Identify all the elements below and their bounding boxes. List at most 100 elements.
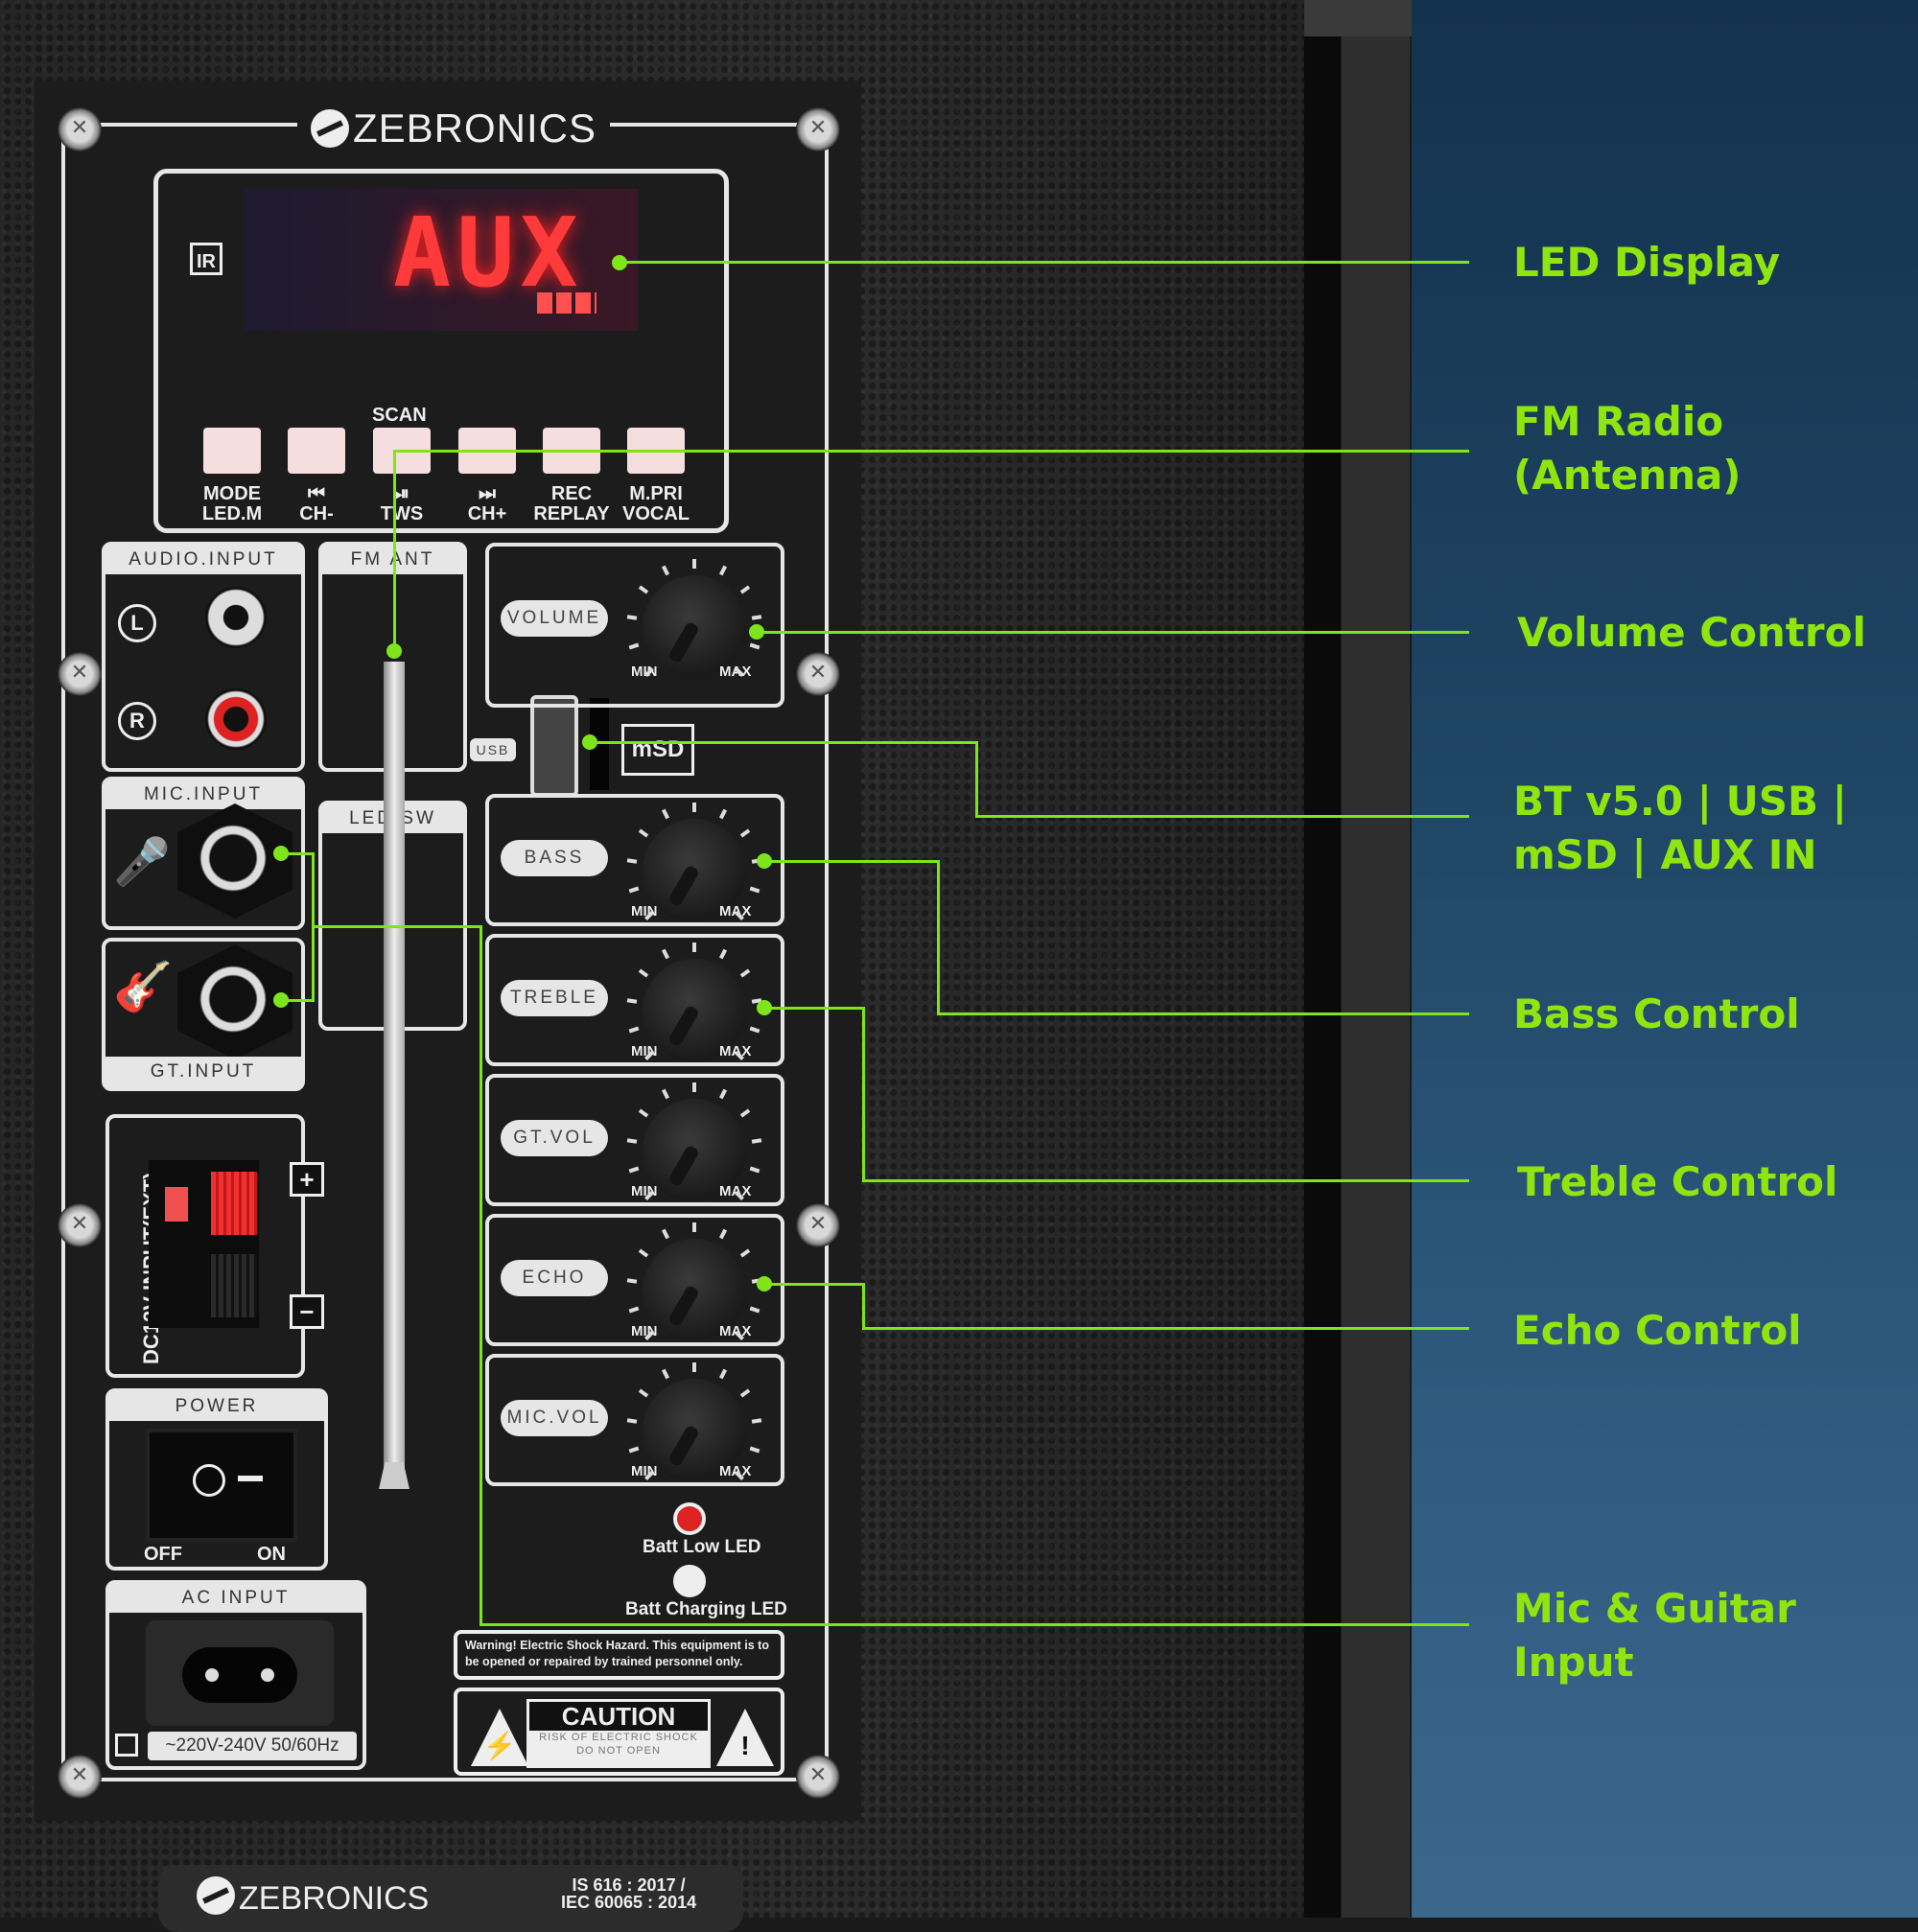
callout-led-display: LED Display [1513,239,1781,286]
caution-label: ⚡ CAUTION RISK OF ELECTRIC SHOCK DO NOT … [454,1688,784,1776]
caution-title: CAUTION [529,1702,708,1731]
treble-knob[interactable] [643,959,746,1062]
treble-label: TREBLE [501,980,608,1016]
screw-icon [796,1203,840,1247]
volume-knob[interactable] [643,575,746,679]
power-label: POWER [109,1392,324,1421]
msd-slot[interactable] [590,698,609,790]
aux-left-jack[interactable] [205,587,267,648]
screw-icon [58,652,102,696]
fm-radio-callout-line [393,450,1469,453]
power-switch[interactable] [146,1429,297,1542]
prev-button[interactable] [288,428,345,474]
guitar-input-jack[interactable] [199,966,267,1033]
knob-tick [626,1277,638,1284]
usb-port[interactable] [530,695,578,797]
fm-antenna[interactable] [384,662,405,1477]
gt-input-label: GT.INPUT [105,1057,301,1087]
guitar-volume-control: GT.VOL MIN MAX [485,1074,784,1206]
knob-tick [692,1362,696,1372]
bass-callout-line [937,1013,1469,1015]
knob-tick [661,1228,670,1240]
mic-callout-line [281,852,314,855]
echo-callout-line [862,1327,1469,1330]
warning-label: Warning! Electric Shock Hazard. This equ… [454,1630,784,1680]
knob-tick [718,808,728,820]
echo-callout-line [862,1283,865,1329]
knob-tick [718,1228,728,1240]
knob-tick [638,968,648,978]
zebronics-logo-icon [197,1876,235,1915]
callout-treble-control: Treble Control [1517,1158,1838,1205]
guitar-icon: 🎸 [113,960,174,1013]
ac-power-socket[interactable] [182,1647,297,1703]
knob-tick [626,1137,638,1144]
mic-volume-control: MIC.VOL MIN MAX [485,1354,784,1486]
knob-tick [751,1417,762,1424]
zebronics-logo-icon [311,109,349,148]
echo-knob[interactable] [643,1239,746,1342]
knob-tick [740,828,751,838]
gt-vol-label: GT.VOL [501,1120,608,1156]
knob-tick [751,1137,762,1144]
knob-tick [626,1417,638,1424]
knob-tick [638,1388,648,1398]
knob-tick [638,1108,648,1118]
scan-label: SCAN [372,405,427,426]
prev-button-label: ⏮CH- [299,483,334,524]
knob-tick [751,614,762,620]
knob-tick [718,1088,728,1100]
knob-tick [661,948,670,960]
electric-shock-icon: ⚡ [471,1709,528,1766]
echo-callout-line [764,1283,864,1286]
callout-fm-radio: FM Radio(Antenna) [1513,398,1742,499]
fm-radio-callout-dot [386,643,402,659]
power-on-icon [238,1476,263,1481]
right-channel-label: R [118,702,156,740]
bass-knob[interactable] [643,819,746,922]
knob-tick [628,1306,640,1314]
mode-button[interactable] [203,428,261,474]
audio-input-label: AUDIO.INPUT [105,546,301,574]
usb-label: USB [470,738,516,761]
min-label: MIN [631,663,658,680]
knob-tick [692,943,696,952]
treble-callout-line [764,1007,864,1010]
knob-tick [740,585,751,594]
usb-callout-line [975,815,1469,818]
usb-callout-line [590,741,977,744]
knob-tick [718,948,728,960]
led-display-text: AUX [393,197,584,309]
ac-input-label: AC INPUT [109,1584,363,1613]
treble-callout-line [862,1007,865,1181]
knob-tick [626,997,638,1004]
knob-tick [749,886,760,894]
knob-tick [749,1446,760,1454]
power-off-label: OFF [144,1544,182,1565]
mic-input-jack[interactable] [199,825,267,892]
knob-tick [628,642,640,650]
fm-ant-label: FM ANT [322,546,463,574]
dc-positive-clip[interactable] [165,1187,188,1222]
knob-tick [628,1166,640,1174]
caution-line2: DO NOT OPEN [576,1745,661,1757]
knob-tick [638,1248,648,1258]
aux-right-jack[interactable] [205,688,267,750]
led-display-callout-line [620,261,1469,264]
knob-tick [628,1446,640,1454]
mic-vol-knob[interactable] [643,1379,746,1482]
volume-control: VOLUME MIN MAX [485,543,784,708]
usb-callout-line [975,741,978,818]
echo-label: ECHO [501,1260,608,1296]
treble-control: TREBLE MIN MAX [485,934,784,1066]
next-button-label: ⏭CH+ [467,483,507,524]
display-section [153,169,729,533]
callout-echo-control: Echo Control [1513,1307,1802,1354]
msd-card-icon: mSD [621,724,694,776]
screw-icon [58,1203,102,1247]
screw-icon [796,652,840,696]
gt-vol-knob[interactable] [643,1099,746,1202]
